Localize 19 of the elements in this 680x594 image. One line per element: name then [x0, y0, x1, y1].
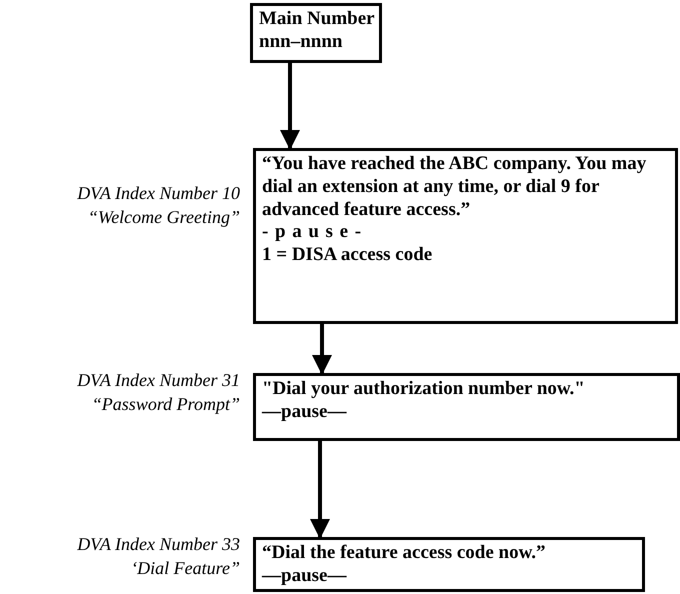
box-text: “You have reached the ABC company. You may dial an extension at any time, or dial 9 for advanced feature access.”	[262, 153, 648, 222]
arrow	[280, 63, 300, 150]
box-text: nnn–nnnn	[259, 30, 344, 54]
box-text: —pause—	[262, 400, 348, 424]
process-box	[250, 3, 382, 63]
box-text: —pause—	[262, 564, 348, 588]
side-label: DVA Index Number 10	[77, 182, 240, 205]
side-label: “Password Prompt”	[92, 393, 240, 416]
side-label: ‘Dial Feature”	[131, 557, 240, 580]
box-text: “Dial the feature access code now.”	[262, 542, 547, 565]
box-text: "Dial your authorization number now."	[262, 378, 586, 401]
side-label: DVA Index Number 33	[77, 533, 240, 556]
side-label: “Welcome Greeting”	[88, 206, 240, 230]
side-label: DVA Index Number 31	[77, 369, 240, 392]
arrow	[312, 324, 332, 375]
box-text: -pause-	[262, 221, 369, 244]
box-text: 1 = DISA access code	[262, 244, 434, 267]
arrow	[310, 441, 330, 539]
box-text: Main Number	[259, 8, 373, 31]
